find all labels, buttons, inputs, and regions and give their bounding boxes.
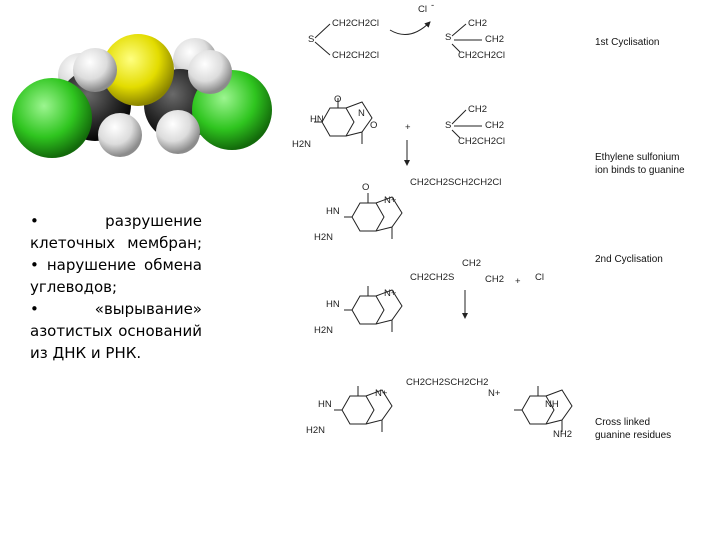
ch2-label: CH2 xyxy=(485,120,504,131)
oxygen-label: O xyxy=(334,94,341,105)
n-label: N xyxy=(358,108,365,119)
chain-label: CH2CH2Cl xyxy=(458,50,505,61)
ch2-label: CH2 xyxy=(485,34,504,45)
n-plus-label: N+ xyxy=(384,195,397,206)
plus-sign: + xyxy=(515,276,521,287)
ch2-label: CH2 xyxy=(468,104,487,115)
charge-label: - xyxy=(431,0,434,11)
sulfur-atom xyxy=(102,34,174,106)
chain-label: CH2CH2Cl xyxy=(332,50,379,61)
ch2-label: CH2 xyxy=(462,258,481,269)
sulfur-label: S xyxy=(445,32,451,43)
n-plus-label: N+ xyxy=(488,388,501,399)
caption-ethylene-sulfonium: Ethylene sulfonium xyxy=(595,152,680,163)
nh-label: NH xyxy=(545,399,559,410)
hydrogen-atom xyxy=(98,113,142,157)
chain-label: CH2CH2S xyxy=(410,272,454,283)
sulfur-label: S xyxy=(308,34,314,45)
oxygen-label: O xyxy=(362,182,369,193)
chain-label: CH2CH2Cl xyxy=(458,136,505,147)
ch2-label: CH2 xyxy=(468,18,487,29)
chain-label: CH2CH2Cl xyxy=(332,18,379,29)
chloride-label: Cl xyxy=(418,4,427,15)
nh2-label: NH2 xyxy=(553,429,572,440)
n-plus-label: N+ xyxy=(384,288,397,299)
hydrogen-atom xyxy=(188,50,232,94)
caption-second-cyclisation: 2nd Cyclisation xyxy=(595,254,663,265)
caption-cross-linked: Cross linked xyxy=(595,417,650,428)
curved-arrow xyxy=(389,21,431,35)
plus-sign: + xyxy=(405,122,411,133)
caption-ethylene-sulfonium: ion binds to guanine xyxy=(595,165,685,176)
sulfur-label: S xyxy=(445,120,451,131)
reaction-scheme: CH2CH2Cl S CH2CH2Cl Cl - S CH2 CH2 CH2CH… xyxy=(292,0,685,441)
hydrogen-atom xyxy=(73,48,117,92)
hn-label: HN xyxy=(326,206,340,217)
hn-label: HN xyxy=(318,399,332,410)
h2n-label: H2N xyxy=(314,325,333,336)
h2n-label: H2N xyxy=(292,139,311,150)
list-item: • «вырывание» азотистых оснований из ДНК… xyxy=(30,300,202,362)
bridge-label: CH2CH2SCH2CH2 xyxy=(406,377,488,388)
mustard-gas-molecule-model xyxy=(12,34,272,158)
effects-list: • разрушение клеточных мембран; • наруше… xyxy=(30,210,202,364)
chlorine-atom xyxy=(12,78,92,158)
caption-first-cyclisation: 1st Cyclisation xyxy=(595,37,659,48)
hn-label: HN xyxy=(326,299,340,310)
oxygen-label: O xyxy=(370,120,377,131)
list-item: • разрушение клеточных мембран; xyxy=(30,212,202,252)
ch2-label: CH2 xyxy=(485,274,504,285)
h2n-label: H2N xyxy=(306,425,325,436)
hydrogen-atom xyxy=(156,110,200,154)
chloride-label: Cl xyxy=(535,272,544,283)
chain-label: CH2CH2SCH2CH2Cl xyxy=(410,177,501,188)
hn-label: HN xyxy=(310,114,324,125)
h2n-label: H2N xyxy=(314,232,333,243)
list-item: • нарушение обмена углеводов; xyxy=(30,256,202,296)
caption-cross-linked: guanine residues xyxy=(595,430,671,441)
n-plus-label: N+ xyxy=(375,388,388,399)
